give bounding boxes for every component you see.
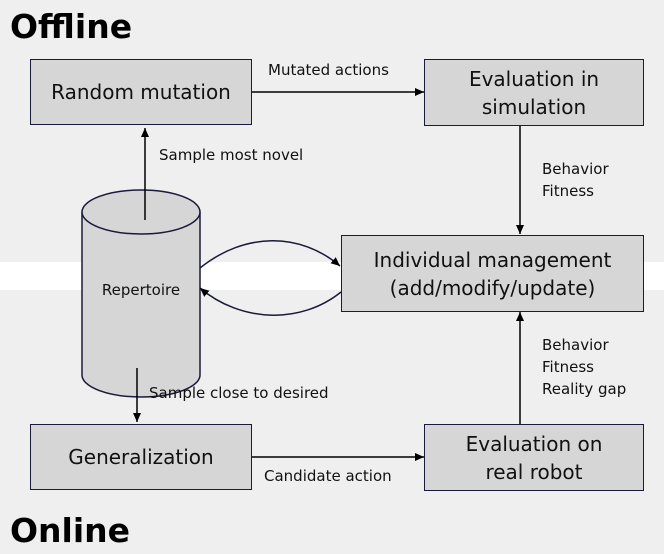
evaluation-simulation-box: Evaluation in simulation (424, 59, 644, 126)
offline-title: Offline (10, 7, 133, 46)
label-real-fitness: Fitness (542, 358, 594, 376)
generalization-box: Generalization (30, 424, 252, 490)
evaluation-real-robot-box: Evaluation on real robot (424, 424, 644, 491)
individual-management-line-2: (add/modify/update) (389, 275, 596, 300)
evaluation-simulation-line-1: Evaluation in (468, 66, 600, 91)
label-sample-close-to-desired: Sample close to desired (149, 384, 329, 402)
random-mutation-box: Random mutation (30, 59, 252, 125)
repertoire-label: Repertoire (101, 281, 181, 299)
repertoire-cylinder (81, 189, 201, 398)
label-real-behavior: Behavior (542, 336, 609, 354)
evaluation-real-robot-line-1: Evaluation on (465, 431, 603, 456)
online-title: Online (10, 511, 131, 550)
label-sim-fitness: Fitness (542, 182, 594, 200)
label-sim-feedback: Behavior Fitness (542, 158, 609, 202)
label-sim-behavior: Behavior (542, 160, 609, 178)
label-candidate-action: Candidate action (264, 467, 392, 485)
evaluation-real-robot-line-2: real robot (485, 459, 583, 484)
individual-management-line-1: Individual management (373, 247, 612, 272)
arrow-management-to-repertoire (199, 287, 342, 316)
arrow-repertoire-to-management (199, 240, 341, 269)
label-real-feedback: Behavior Fitness Reality gap (542, 334, 626, 400)
label-real-reality-gap: Reality gap (542, 380, 627, 398)
individual-management-box: Individual management (add/modify/update… (341, 235, 644, 312)
label-sample-most-novel: Sample most novel (159, 146, 304, 164)
label-mutated-actions: Mutated actions (268, 61, 389, 79)
evaluation-simulation-line-2: simulation (481, 94, 587, 119)
